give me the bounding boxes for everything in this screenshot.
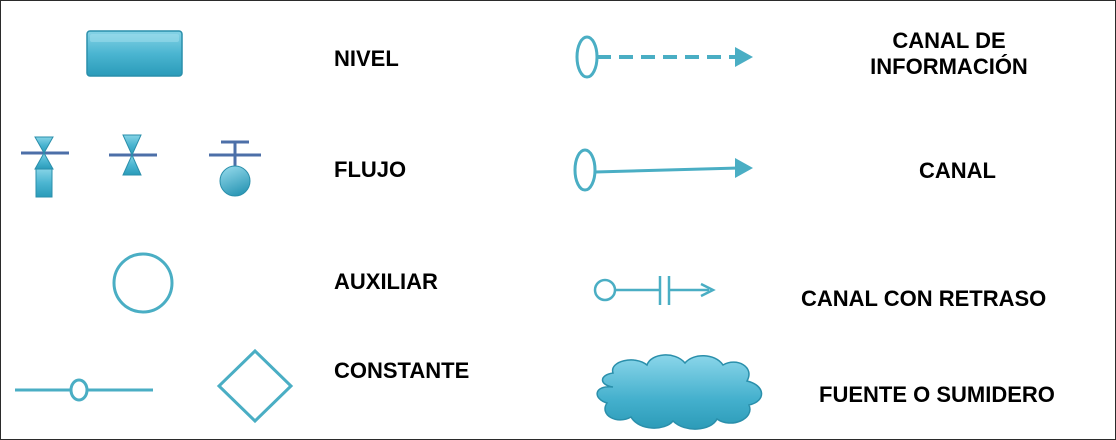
label-canal-informacion-line2: INFORMACIÓN [870, 54, 1028, 79]
delay-channel-icon [593, 276, 716, 305]
constant-icon [15, 348, 294, 424]
label-auxiliar: AUXILIAR [334, 269, 438, 294]
label-constante: CONSTANTE [334, 358, 470, 383]
information-channel-icon [575, 35, 753, 79]
flow-valve-icon [21, 134, 261, 198]
label-canal: CANAL [919, 158, 996, 183]
auxiliary-circle-icon [112, 252, 174, 314]
channel-arrow-icon [573, 148, 753, 192]
label-nivel: NIVEL [334, 46, 399, 71]
label-canal-retraso: CANAL CON RETRASO [801, 286, 1047, 311]
stock-rectangle-icon [86, 30, 183, 77]
label-canal-informacion: CANAL DE INFORMACIÓN [859, 28, 1039, 80]
label-canal-informacion-line1: CANAL DE [892, 28, 1006, 53]
label-flujo: FLUJO [334, 157, 407, 182]
label-fuente-sumidero: FUENTE O SUMIDERO [819, 382, 1055, 407]
cloud-source-sink-icon [596, 354, 763, 430]
